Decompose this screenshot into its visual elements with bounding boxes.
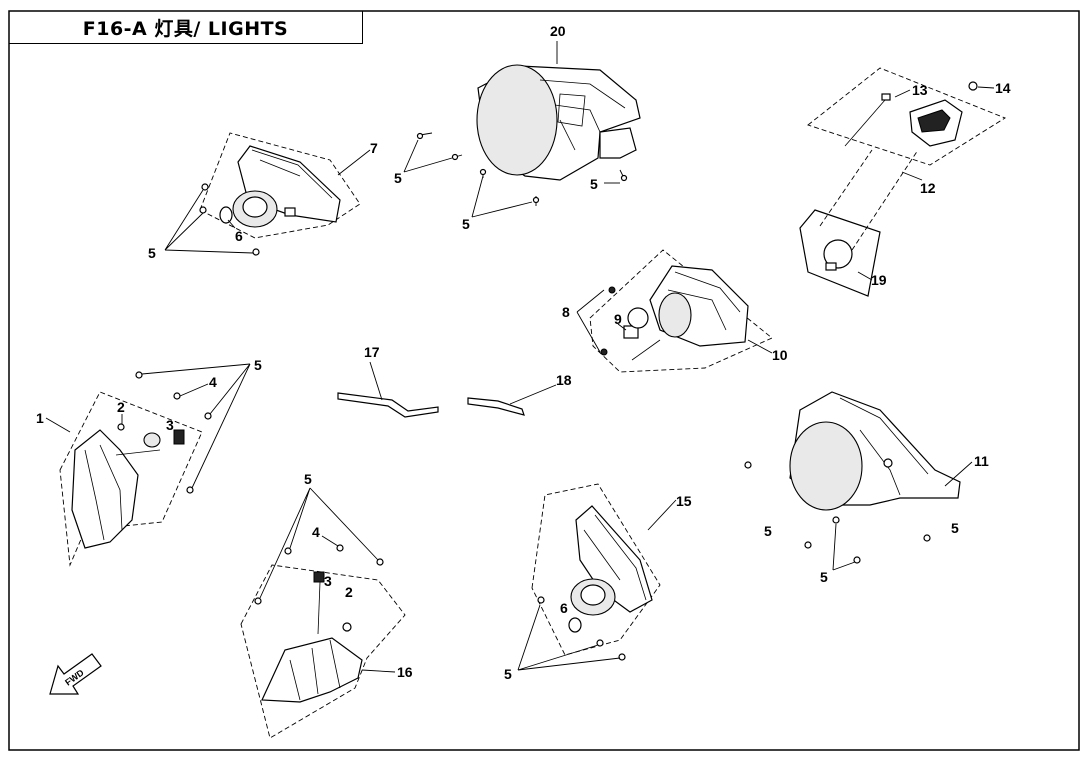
label-3-b: 3	[324, 573, 332, 589]
part-10-headlight	[589, 249, 773, 373]
label-5-h: 5	[764, 523, 772, 539]
label-5-i: 5	[820, 569, 828, 585]
part-20-headlight-housing	[476, 64, 641, 181]
outer-border	[8, 10, 1080, 751]
label-5-j: 5	[951, 520, 959, 536]
label-4-a: 4	[209, 374, 217, 390]
part-15-screws	[537, 596, 626, 661]
label-5-c: 5	[590, 176, 598, 192]
part-11-screws	[744, 461, 931, 564]
label-8: 8	[562, 304, 570, 320]
label-6-b: 6	[560, 600, 568, 616]
part-11-headlight-housing	[789, 391, 961, 511]
part-1-screws	[135, 371, 212, 494]
part-15-signal-assembly	[531, 483, 661, 656]
part-17-bracket	[337, 392, 439, 418]
label-6-a: 6	[235, 228, 243, 244]
label-5-g: 5	[504, 666, 512, 682]
label-13: 13	[912, 82, 928, 98]
part-18-bracket	[467, 397, 525, 416]
label-1: 1	[36, 410, 44, 426]
part-16-screws	[254, 544, 384, 605]
part-19-bracket	[799, 149, 919, 297]
label-7: 7	[370, 140, 378, 156]
label-17: 17	[364, 344, 380, 360]
part-7-bulb-screws	[199, 183, 260, 256]
label-19: 19	[871, 272, 887, 288]
diagram-title: F16-A 灯具/ LIGHTS	[9, 11, 363, 44]
part-16-signal-assembly	[240, 564, 406, 739]
label-16: 16	[397, 664, 413, 680]
label-5-d: 5	[148, 245, 156, 261]
label-4-b: 4	[312, 524, 320, 540]
label-3-a: 3	[166, 417, 174, 433]
label-20: 20	[550, 23, 566, 39]
label-5-b: 5	[462, 216, 470, 232]
label-5-a: 5	[394, 170, 402, 186]
label-2-b: 2	[345, 584, 353, 600]
label-14: 14	[995, 80, 1011, 96]
label-5-f: 5	[304, 471, 312, 487]
part-12-plate-light	[807, 67, 1006, 166]
label-5-e: 5	[254, 357, 262, 373]
fwd-arrow-icon: FWD	[49, 653, 102, 695]
label-10: 10	[772, 347, 788, 363]
label-18: 18	[556, 372, 572, 388]
label-12: 12	[920, 180, 936, 196]
part-20-screws	[416, 132, 628, 206]
label-11: 11	[974, 453, 989, 469]
label-15: 15	[676, 493, 692, 509]
label-9: 9	[614, 311, 622, 327]
part-1-turn-signal	[59, 391, 203, 567]
label-2-a: 2	[117, 399, 125, 415]
part-7-signal-assembly	[199, 132, 361, 239]
